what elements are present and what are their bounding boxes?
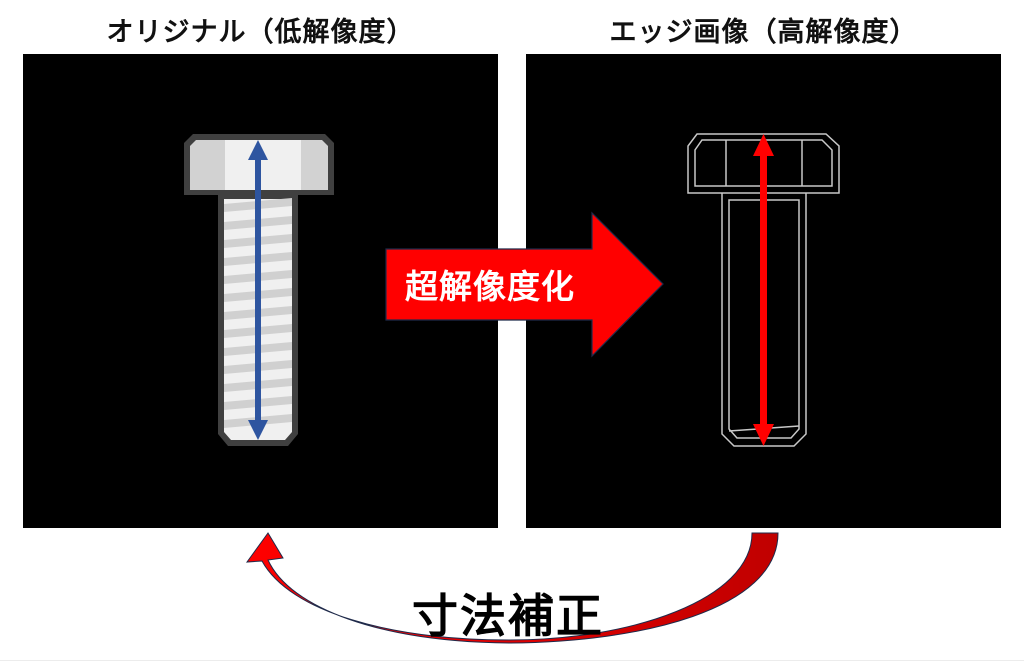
bolt-image <box>184 134 334 446</box>
right-panel-title: エッジ画像（高解像度） <box>609 17 918 48</box>
divider <box>0 660 1024 661</box>
bolt-edge-image <box>687 133 840 447</box>
edge-image-panel <box>526 54 1001 528</box>
process-arrow-label: 超解像度化 <box>405 267 575 306</box>
feedback-arrow-label: 寸法補正 <box>412 589 604 643</box>
left-panel-title: オリジナル（低解像度） <box>106 17 415 48</box>
measurement-arrow-red <box>753 134 774 446</box>
measurement-arrow-blue <box>248 140 268 440</box>
